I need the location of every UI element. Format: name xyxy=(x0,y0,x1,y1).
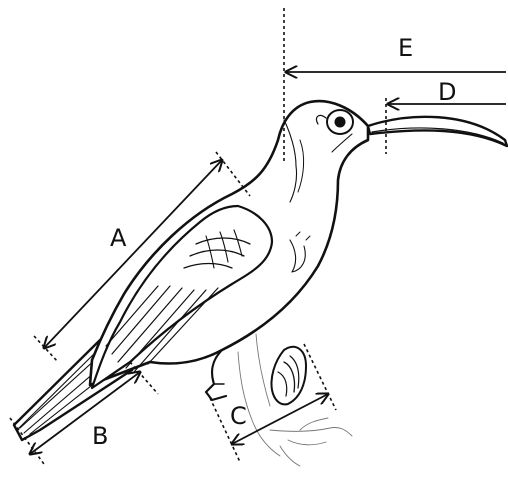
label-b: B xyxy=(92,422,108,450)
b-guide-top xyxy=(130,362,158,394)
label-c: C xyxy=(230,402,247,430)
label-a: A xyxy=(110,224,127,252)
label-e: E xyxy=(398,34,413,62)
a-guide-bottom xyxy=(34,336,58,362)
bird-eye xyxy=(335,117,346,128)
bird-foot xyxy=(272,347,307,405)
c-guide-right xyxy=(304,344,336,410)
label-d: D xyxy=(438,78,456,106)
bird-beak xyxy=(368,117,507,146)
bird-leg xyxy=(206,350,226,400)
